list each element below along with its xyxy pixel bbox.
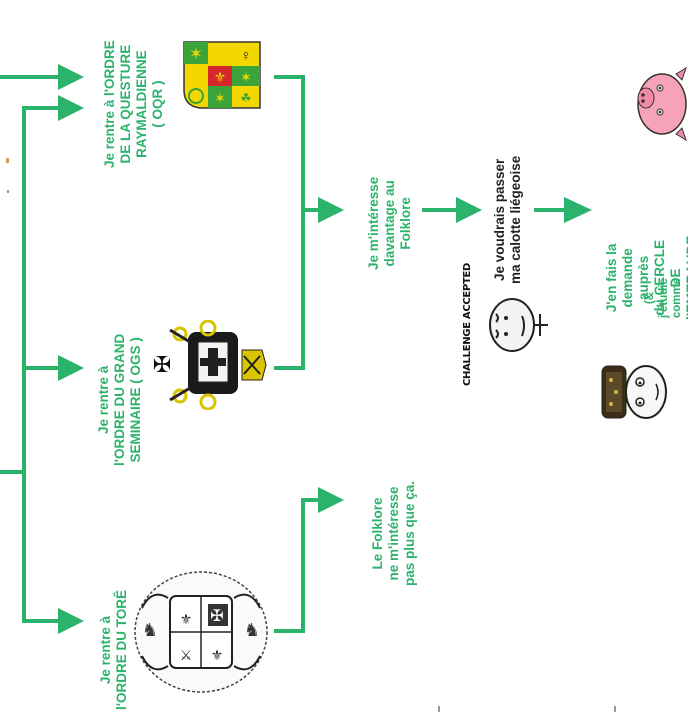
arrowhead-ogs: [58, 355, 84, 381]
svg-text:✶: ✶: [240, 69, 252, 85]
student-face-icon: [601, 365, 667, 419]
stray-mark: [7, 190, 9, 193]
svg-text:✶: ✶: [214, 90, 226, 106]
stray-mark: [614, 706, 616, 712]
svg-text:⚜: ⚜: [214, 69, 227, 85]
stray-mark: [438, 706, 440, 712]
arrowhead-folklore-more: [318, 197, 344, 223]
svg-text:⚜: ⚜: [180, 611, 193, 627]
arrowhead-emeraude: [564, 197, 592, 223]
node-calotte: Je voudrais passer ma calotte liégeoise: [492, 155, 523, 284]
node-folklore-less: Le Folklore ne m'intéresse pas plus que …: [370, 480, 417, 586]
stray-mark: [6, 158, 9, 163]
svg-text:♞: ♞: [142, 620, 158, 640]
node-oqr: Je rentre à l'ORDRE DE LA QUESTURE RAYMA…: [102, 40, 165, 168]
svg-text:✠: ✠: [153, 352, 171, 377]
meme-face-icon: [489, 298, 548, 352]
coat-of-arms-icon: ✠ ⚜ ⚔ ⚜ ♞ ♞: [134, 571, 268, 693]
shield-crest-icon: ✶ ✶ ⚜ ♀ ✶ ☘: [183, 41, 261, 109]
ornate-crest-icon: ✠: [153, 320, 267, 410]
svg-text:✶: ✶: [189, 46, 202, 63]
svg-text:⚜: ⚜: [211, 647, 224, 663]
arrowhead-oqr: [58, 95, 84, 121]
node-porc: (& j'étudie comme un porc en espérant y …: [644, 276, 688, 320]
svg-text:✠: ✠: [210, 608, 223, 625]
arrowhead-oqr-top: [58, 64, 84, 90]
svg-text:♞: ♞: [244, 620, 260, 640]
pig-icon: [637, 66, 687, 142]
svg-text:⚔: ⚔: [180, 647, 193, 663]
challenge-accepted-caption: CHALLENGE ACCEPTED: [462, 262, 473, 386]
arrowheads: [58, 64, 592, 634]
node-ogs: Je rentre à l'ORDRE DU GRAND SEMINAIRE (…: [96, 333, 143, 466]
arrowhead-folklore-less: [318, 487, 344, 513]
node-folklore-more: Je m'intéresse davantage au Folklore: [366, 176, 413, 270]
arrowhead-tore: [58, 608, 84, 634]
arrowhead-calotte: [456, 197, 482, 223]
svg-text:☘: ☘: [241, 91, 252, 105]
node-tore: Je rentre à l'ORDRE DU TORÊ: [98, 590, 129, 710]
svg-text:♀: ♀: [241, 47, 252, 63]
